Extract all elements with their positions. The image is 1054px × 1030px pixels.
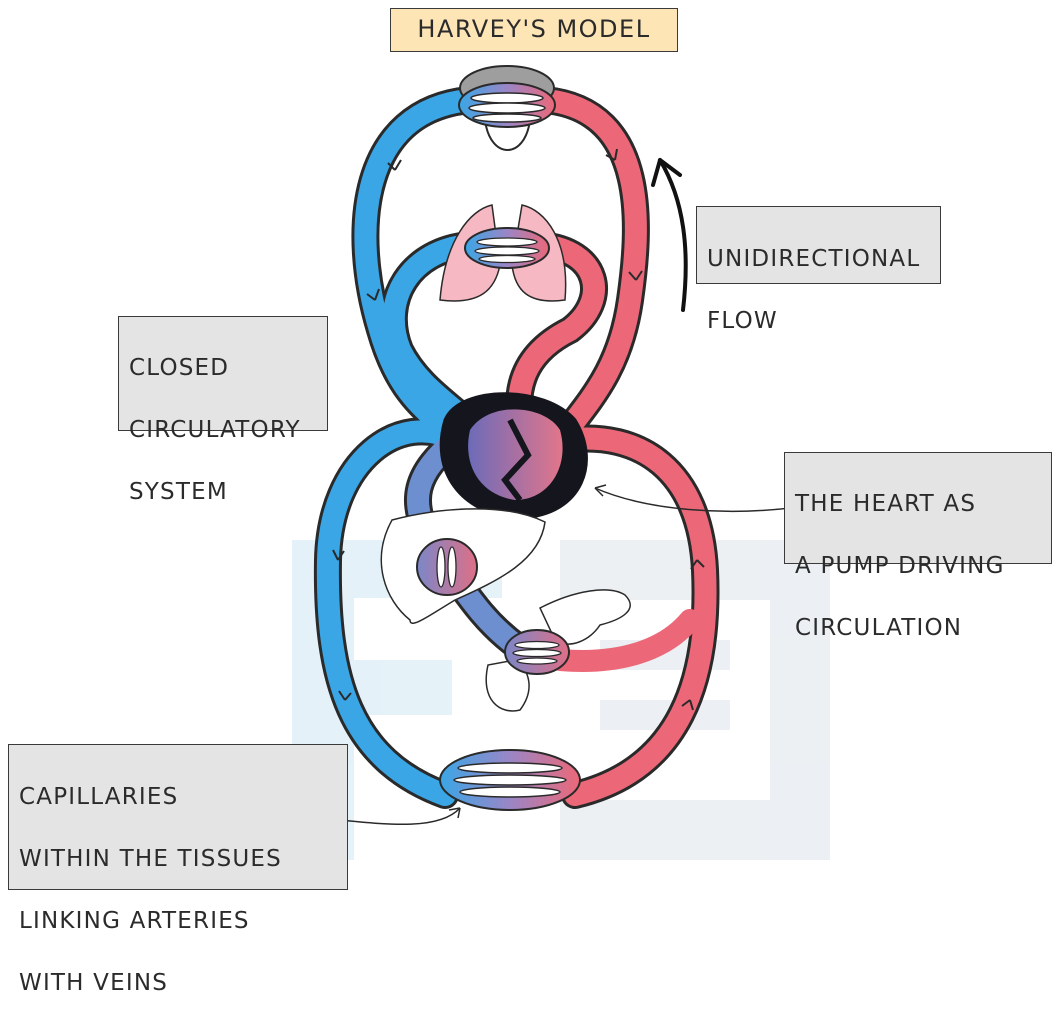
tissue-capillary-icon [439,749,581,811]
liver-icon [380,508,546,624]
label-line: FLOW [707,308,778,334]
label-closed-circulatory-system: CLOSED CIRCULATORY SYSTEM [118,316,328,505]
vessel-fills [316,89,717,806]
label-line: CIRCULATION [795,615,963,641]
eye-capillary-icon [458,65,556,151]
label-line: THE HEART AS [795,491,977,517]
label-line: A PUMP DRIVING [795,553,1005,579]
watermark-logo [292,540,830,860]
label-line: CAPILLARIES [19,784,179,810]
label-unidirectional-flow: UNIDIRECTIONAL FLOW [696,206,941,334]
intestine-icon [485,589,631,712]
lung-icon [439,204,567,302]
label-line: WITHIN THE TISSUES [19,846,282,872]
label-line: LINKING ARTERIES [19,908,250,934]
label-line: WITH VEINS [19,970,169,996]
label-line: SYSTEM [129,479,228,505]
label-line: CLOSED [129,355,230,381]
label-capillaries: CAPILLARIES WITHIN THE TISSUES LINKING A… [8,744,348,996]
label-line: UNIDIRECTIONAL [707,246,921,272]
label-heart-pump: THE HEART AS A PUMP DRIVING CIRCULATION [784,452,1052,641]
flow-arrows [332,148,705,711]
label-line: CIRCULATORY [129,417,301,443]
unidirectional-arrow-icon [651,158,688,312]
heart-icon [439,392,588,520]
diagram-title: HARVEY'S MODEL [390,8,678,52]
